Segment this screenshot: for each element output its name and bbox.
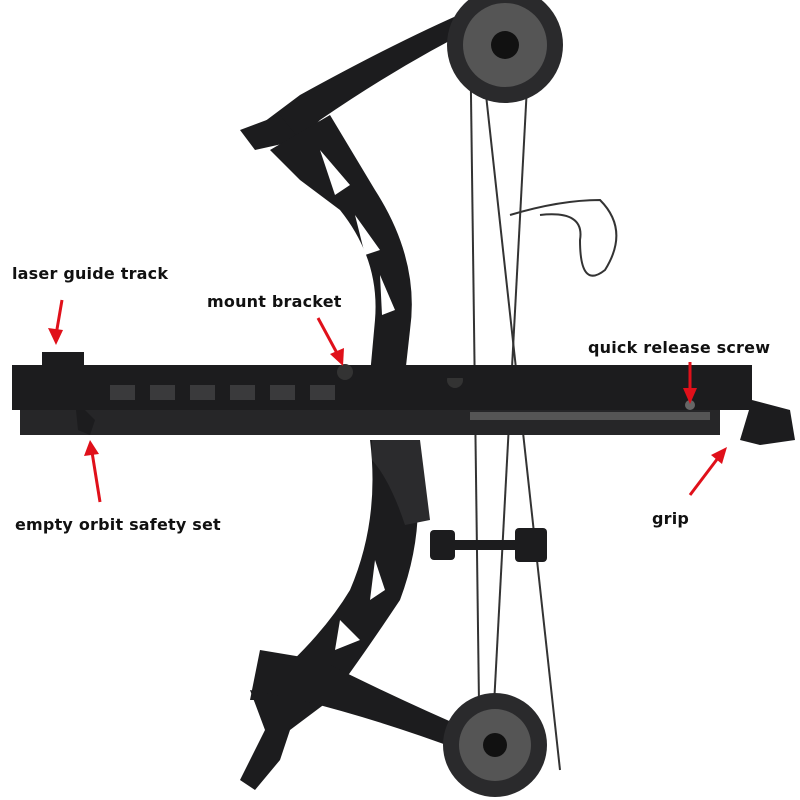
label-quick-release-screw: quick release screw [588, 338, 771, 357]
upper-limb [240, 10, 480, 150]
arrow-mount-bracket [316, 317, 340, 356]
label-empty-orbit-safety-set: empty orbit safety set [15, 515, 221, 534]
label-laser-guide-track: laser guide track [12, 264, 169, 283]
stabilizer [430, 528, 547, 562]
riser-upper [270, 115, 412, 375]
upper-cam [447, 0, 563, 103]
arrow-laser-guide-track [54, 299, 64, 336]
arrow-grip [688, 457, 720, 496]
bow-grip [372, 440, 430, 525]
annotation-arrows [48, 299, 727, 503]
label-mount-bracket: mount bracket [207, 292, 342, 311]
lower-cam [443, 693, 547, 797]
crossbow-rail [12, 352, 795, 445]
lower-limb [240, 650, 470, 790]
label-grip: grip [652, 509, 690, 528]
arrow-empty-orbit-safety-set [90, 451, 102, 503]
